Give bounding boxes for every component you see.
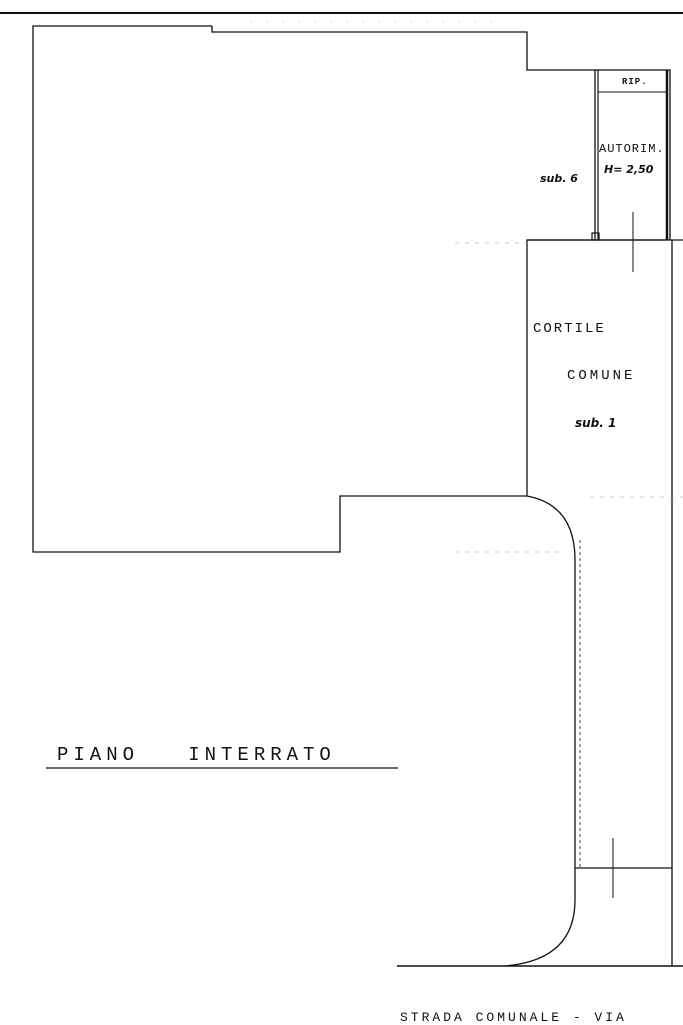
garage-height-label: H= 2,50 xyxy=(604,163,654,176)
main-building-outline xyxy=(32,25,596,553)
courtyard-label: CORTILE xyxy=(533,321,606,337)
driveway-curve-lower xyxy=(504,868,576,967)
garage-label: AUTORIM. xyxy=(599,142,665,156)
subunit-6-label: sub. 6 xyxy=(540,172,578,185)
driveway-curve-upper xyxy=(526,495,576,868)
street-label: STRADA COMUNALE - VIA xyxy=(400,1010,627,1025)
floor-title: PIANO INTERRATO xyxy=(57,744,336,766)
garage-outline xyxy=(595,69,671,240)
courtyard-common-label: COMUNE xyxy=(567,368,636,384)
ripostiglio-label: RIP. xyxy=(622,77,648,87)
subunit-1-label: sub. 1 xyxy=(575,416,617,430)
